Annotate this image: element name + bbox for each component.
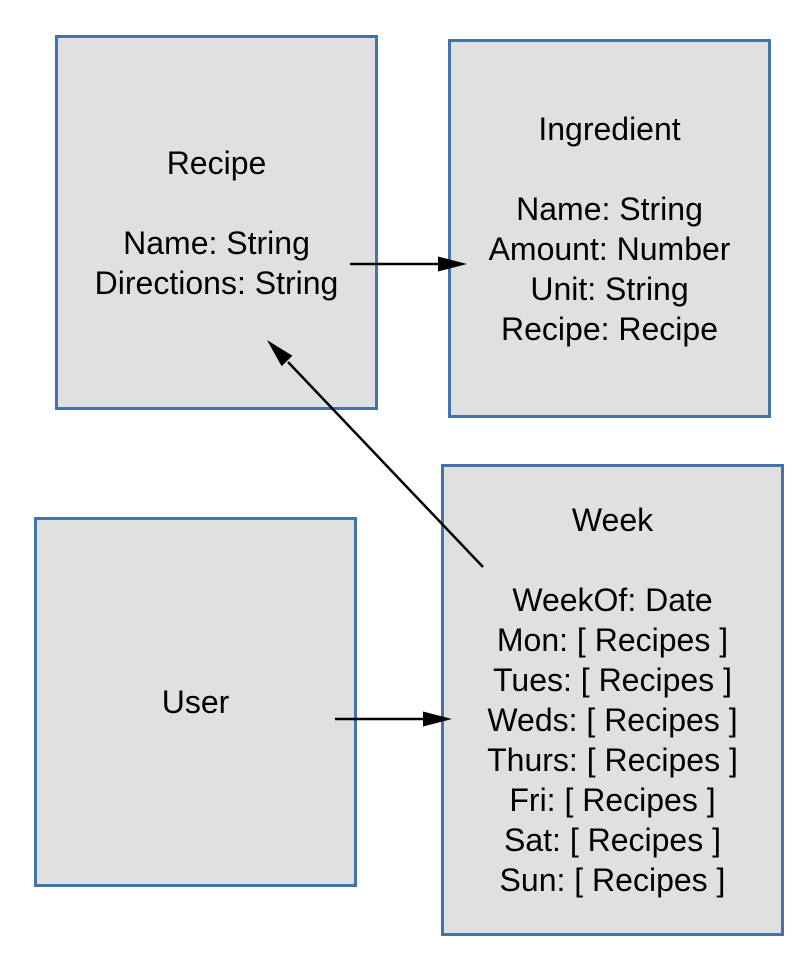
entity-field: Name: String (123, 224, 310, 261)
entity-field: Amount: Number (488, 230, 731, 267)
entity-field: Thurs: [ Recipes ] (487, 742, 738, 778)
entity-field: Sat: [ Recipes ] (504, 822, 721, 858)
entity-field: Sun: [ Recipes ] (499, 862, 726, 898)
entity-field: Mon: [ Recipes ] (496, 622, 729, 658)
entity-title-ingredient: Ingredient (538, 110, 681, 147)
entity-title-recipe: Recipe (166, 144, 267, 181)
entity-field: Tues: [ Recipes ] (493, 662, 732, 698)
entity-field: Directions: String (94, 264, 339, 301)
blank-line (444, 540, 781, 580)
entity-field: Name: String (516, 190, 703, 227)
entity-field: Fri: [ Recipes ] (509, 782, 716, 818)
entity-field: Unit: String (530, 270, 689, 307)
entity-box-user: User (34, 517, 357, 887)
entity-field: WeekOf: Date (512, 582, 713, 618)
entity-title-user: User (161, 684, 230, 720)
blank-line (58, 183, 375, 223)
entity-field: Weds: [ Recipes ] (487, 702, 738, 738)
entity-field: Recipe: Recipe (501, 310, 718, 347)
entity-title-week: Week (571, 502, 654, 538)
blank-line (451, 149, 768, 189)
